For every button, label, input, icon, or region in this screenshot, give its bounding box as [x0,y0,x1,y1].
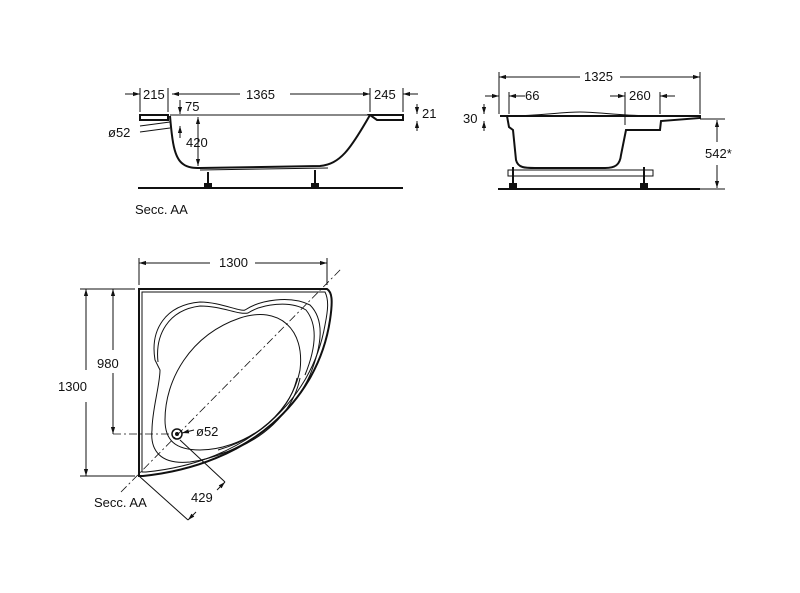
section-label: Secc. AA [135,202,188,217]
left-deck [139,114,169,121]
leg [311,170,319,187]
frame [507,169,654,177]
basin-floor [164,314,302,451]
right-deck [366,114,404,121]
dim-429: 429 [191,490,213,505]
dim-1365: 1365 [246,87,275,102]
basin-outer [151,299,321,463]
dim-21: 21 [422,106,436,121]
dim-1325: 1325 [584,69,613,84]
dim-245: 245 [374,87,396,102]
dim-75: 75 [185,99,199,114]
dim-waste-diameter: ø52 [108,125,130,140]
plan-view: 1300 1300 980 ø52 429 Secc. AA [58,255,343,521]
dim-1300-length: 1300 [58,379,87,394]
tub-outline [138,288,333,477]
dim-215: 215 [143,87,165,102]
dim-260: 260 [629,88,651,103]
tub-profile [500,115,701,169]
tub-profile [169,114,371,170]
leg [640,167,648,188]
section-label: Secc. AA [94,495,147,510]
leg [204,172,212,187]
end-view: 1325 66 260 30 542* [463,69,732,190]
dim-980: 980 [97,356,119,371]
side-section-view: 215 1365 245 75 420 ø52 21 Secc. AA [108,87,436,217]
dim-1300-width: 1300 [219,255,248,270]
dim-542: 542* [705,146,732,161]
dim-66: 66 [525,88,539,103]
leg [509,167,517,188]
section-line-aa [120,267,343,493]
dim-drain-diameter: ø52 [196,424,218,439]
dim-30: 30 [463,111,477,126]
dim-420: 420 [186,135,208,150]
